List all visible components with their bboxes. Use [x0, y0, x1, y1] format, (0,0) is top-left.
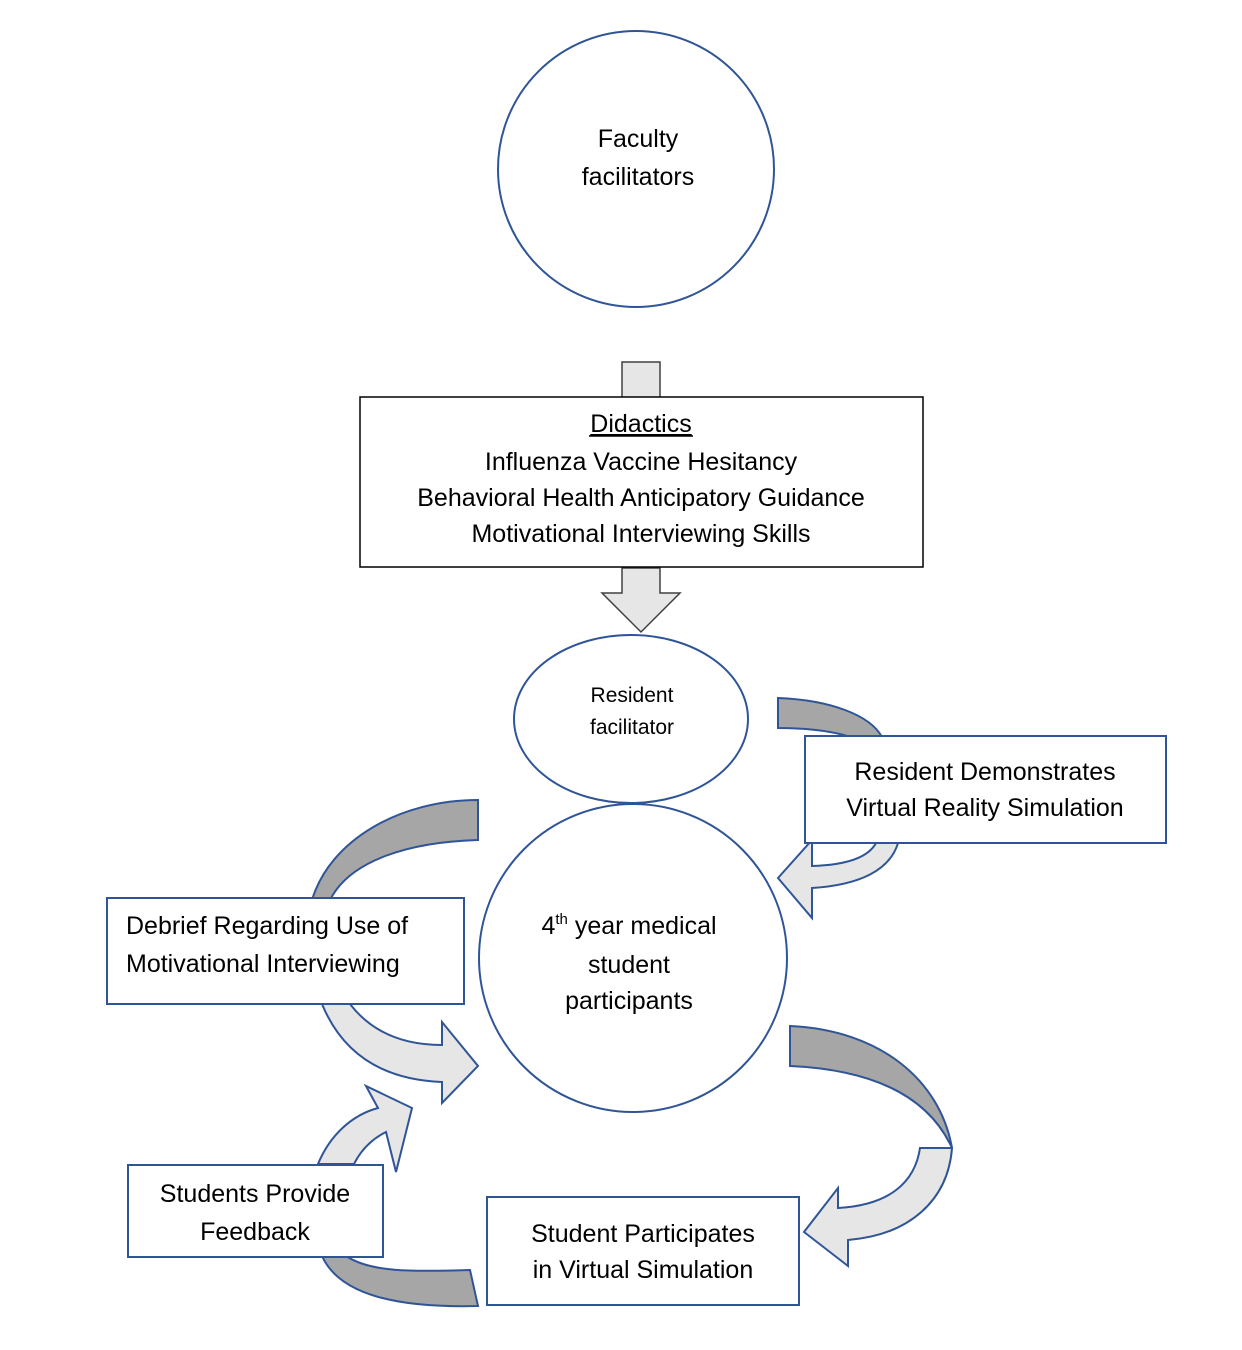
debrief-label-line2: Motivational Interviewing	[126, 950, 400, 978]
curved-arrow-students-to-sim-dark	[789, 1024, 953, 1149]
simulation-label-line1: Student Participates	[531, 1220, 755, 1248]
curved-arrow-students-to-sim-light	[802, 1147, 954, 1269]
students-label-line2: student	[588, 951, 670, 979]
block-arrow-didactics-to-resident	[600, 567, 682, 634]
didactics-item-influenza: Influenza Vaccine Hesitancy	[485, 448, 798, 476]
feedback-label-line1: Students Provide	[160, 1180, 350, 1208]
feedback-box: Students Provide Feedback	[127, 1164, 384, 1258]
faculty-circle	[497, 30, 775, 308]
students-year-number: 4	[541, 912, 555, 940]
faculty-label-line1: Faculty	[598, 125, 679, 153]
curved-arrow-resident-to-demo	[777, 696, 884, 738]
students-year-suffix: th	[555, 911, 568, 928]
curved-arrow-demo-to-students	[776, 837, 900, 921]
didactics-item-behavioral: Behavioral Health Anticipatory Guidance	[417, 484, 865, 512]
students-label-line1: 4th year medical	[541, 911, 716, 940]
resident-ellipse	[513, 634, 749, 804]
resident-node: Resident facilitator	[513, 634, 749, 804]
simulation-label-line2: in Virtual Simulation	[533, 1256, 753, 1284]
students-node: 4th year medical student participants	[478, 803, 788, 1113]
demo-box-frame	[804, 735, 1167, 844]
resident-label-line1: Resident	[591, 684, 674, 707]
simulation-box-frame	[486, 1196, 800, 1306]
faculty-node: Faculty facilitators	[497, 30, 775, 308]
curved-arrow-debrief-to-students	[320, 1003, 480, 1106]
students-year-rest: year medical	[568, 912, 717, 940]
curved-arrow-debrief-top	[310, 798, 479, 901]
debrief-box-frame	[106, 897, 465, 1005]
faculty-label-line2: facilitators	[582, 163, 695, 191]
debrief-box: Debrief Regarding Use of Motivational In…	[106, 897, 465, 1005]
resident-label-line2: facilitator	[590, 716, 674, 739]
curved-arrow-sim-to-feedback	[320, 1255, 480, 1308]
simulation-box: Student Participates in Virtual Simulati…	[486, 1196, 800, 1306]
block-arrow-faculty-to-didactics	[621, 361, 661, 399]
demo-label-line1: Resident Demonstrates	[854, 758, 1115, 786]
feedback-box-frame	[127, 1164, 384, 1258]
didactics-heading: Didactics	[590, 410, 691, 438]
demo-label-line2: Virtual Reality Simulation	[846, 794, 1123, 822]
didactics-box: Didactics Influenza Vaccine Hesitancy Be…	[359, 396, 924, 568]
debrief-label-line1: Debrief Regarding Use of	[126, 912, 408, 940]
demo-box: Resident Demonstrates Virtual Reality Si…	[804, 735, 1167, 844]
didactics-item-motivational: Motivational Interviewing Skills	[471, 520, 810, 548]
didactics-box-frame	[359, 396, 924, 568]
feedback-label-line2: Feedback	[200, 1218, 310, 1246]
students-label-line3: participants	[565, 987, 693, 1015]
curved-arrow-feedback-to-students	[316, 1083, 414, 1173]
students-circle	[478, 803, 788, 1113]
